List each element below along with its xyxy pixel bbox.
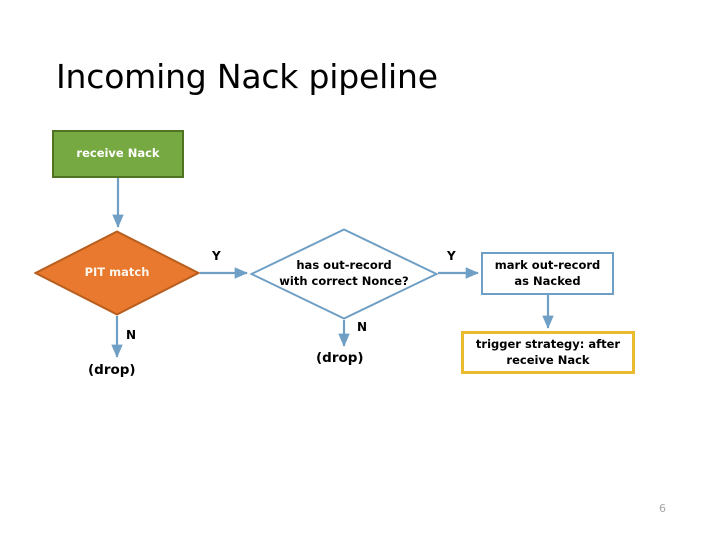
terminal-drop-middle: (drop): [316, 350, 364, 366]
node-mark-out-record-nacked[interactable]: mark out-record as Nacked: [481, 252, 614, 295]
node-trigger-strategy-line1: trigger strategy: after: [475, 336, 621, 351]
node-trigger-strategy-text: trigger strategy: after receive Nack: [476, 337, 620, 368]
edge-label-pit-match-no: N: [126, 328, 137, 342]
node-trigger-strategy-line2: receive Nack: [506, 352, 590, 367]
page-number: 6: [659, 502, 666, 515]
node-mark-out-record-line2: as Nacked: [514, 273, 581, 288]
pit-match-diamond-shape: [34, 230, 200, 316]
out-record-diamond-shape: [250, 228, 438, 320]
node-trigger-strategy[interactable]: trigger strategy: after receive Nack: [461, 331, 635, 374]
node-receive-nack[interactable]: receive Nack: [52, 130, 184, 178]
page-title: Incoming Nack pipeline: [56, 57, 438, 96]
node-mark-out-record-line1: mark out-record: [494, 257, 601, 272]
edge-label-out-record-no: N: [357, 320, 368, 334]
node-mark-out-record-text: mark out-record as Nacked: [495, 258, 601, 289]
node-receive-nack-label: receive Nack: [76, 146, 160, 161]
terminal-drop-left: (drop): [88, 362, 136, 378]
node-has-out-record[interactable]: has out-record with correct Nonce?: [250, 228, 438, 320]
node-pit-match[interactable]: PIT match: [34, 230, 200, 316]
edge-label-out-record-yes: Y: [447, 249, 456, 263]
edge-label-pit-match-yes: Y: [212, 249, 221, 263]
